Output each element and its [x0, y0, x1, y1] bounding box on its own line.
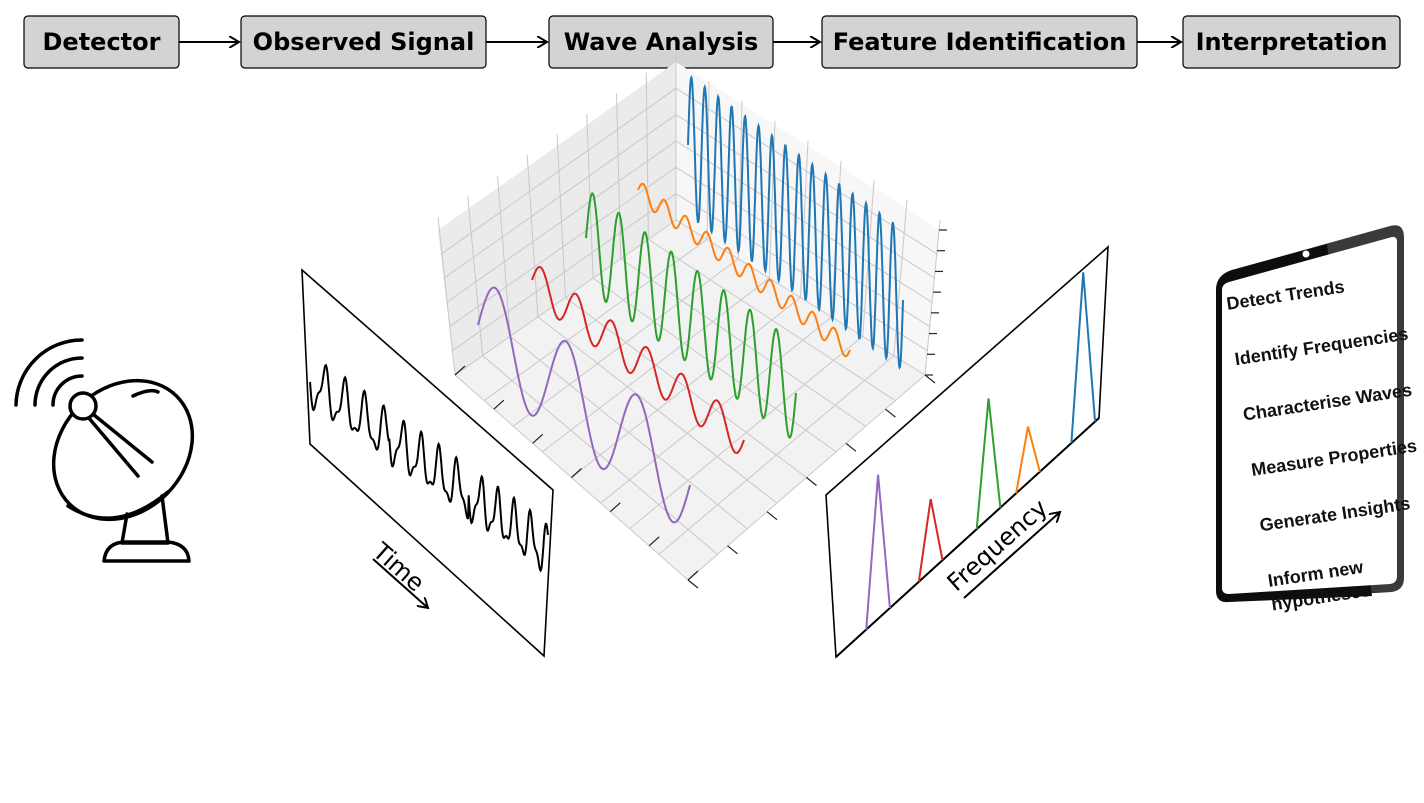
axis-tick — [885, 408, 896, 418]
axis-tick — [532, 433, 544, 444]
step-feature-identification: Feature Identification — [821, 15, 1138, 69]
step-detector-label: Detector — [43, 28, 161, 56]
frequency-axis-arrow — [963, 512, 1060, 599]
grid-line — [675, 193, 928, 352]
spectrum-peak-4 — [1015, 426, 1041, 494]
spectrum-peak-5 — [1070, 272, 1097, 444]
grid-line — [467, 196, 484, 356]
wave-series-5 — [477, 286, 691, 524]
time-panel-frame — [301, 268, 554, 658]
axis-tick — [571, 468, 582, 478]
tablet-icon: Detect Trends Identify Frequencies Chara… — [1216, 225, 1418, 615]
step-detector: Detector — [23, 15, 180, 69]
grid-line — [440, 87, 677, 255]
axis-tick — [687, 579, 699, 589]
grid-line — [437, 216, 456, 376]
grid-line — [446, 140, 677, 303]
axis-tick — [727, 545, 738, 555]
step-wave-analysis: Wave Analysis — [548, 15, 774, 69]
axis-tick — [806, 477, 817, 486]
time-axis-arrow — [372, 558, 428, 608]
grid-line — [556, 134, 566, 298]
grid-line — [924, 219, 941, 376]
step-interpretation-box — [1182, 15, 1401, 69]
step-feature-identification-label: Feature Identification — [833, 28, 1127, 56]
axis-tick — [924, 374, 936, 384]
tablet-camera — [1302, 250, 1310, 258]
grid-line — [893, 200, 908, 356]
spectrum-baseline — [835, 417, 1100, 658]
grid-line — [451, 193, 677, 352]
step-observed-signal-label: Observed Signal — [253, 28, 475, 56]
grid-line — [497, 175, 511, 337]
wave-series-4 — [531, 266, 745, 454]
time-signal-waveform — [309, 363, 549, 573]
step-wave-analysis-label: Wave Analysis — [564, 28, 759, 56]
grid-line — [658, 355, 895, 555]
grid-line — [620, 258, 867, 427]
axis-tick — [648, 536, 660, 547]
axis-tick — [454, 365, 466, 376]
grid-line — [600, 316, 832, 504]
axis-tick — [687, 570, 699, 581]
satellite-dish-icon — [14, 338, 195, 563]
spectrum-peak-3 — [975, 398, 1002, 530]
pane-left — [438, 62, 676, 375]
wave-series-group — [477, 74, 904, 524]
spectrum-peaks — [835, 272, 1100, 658]
grid-line — [629, 335, 864, 530]
wave-analysis-3d — [437, 52, 947, 589]
grid-line — [616, 93, 622, 259]
grid-line — [675, 219, 926, 376]
grid-line — [645, 72, 649, 240]
time-axis-label: Time — [367, 537, 430, 598]
axis-tick — [493, 399, 505, 410]
pane-right — [676, 62, 940, 375]
grid-line — [526, 155, 539, 317]
axis-tick — [766, 511, 778, 521]
step-observed-signal: Observed Signal — [240, 15, 487, 69]
tablet-screen — [1222, 236, 1397, 594]
grid-line — [648, 238, 896, 402]
wave-series-2 — [637, 182, 851, 358]
step-interpretation-label: Interpretation — [1196, 28, 1388, 56]
pipeline-header: Detector Observed Signal Wave Analysis F… — [23, 15, 1401, 69]
spectrum-peak-2 — [917, 498, 944, 582]
wave-series-3 — [585, 192, 797, 439]
grid-line — [449, 166, 677, 328]
axis-tick — [845, 442, 857, 452]
axis-tick — [609, 502, 621, 513]
grid-line — [800, 140, 809, 298]
grid-line — [443, 114, 677, 279]
spectrum-peak-1 — [865, 474, 891, 630]
wave-series-1 — [687, 74, 904, 371]
step-interpretation: Interpretation — [1182, 15, 1401, 69]
